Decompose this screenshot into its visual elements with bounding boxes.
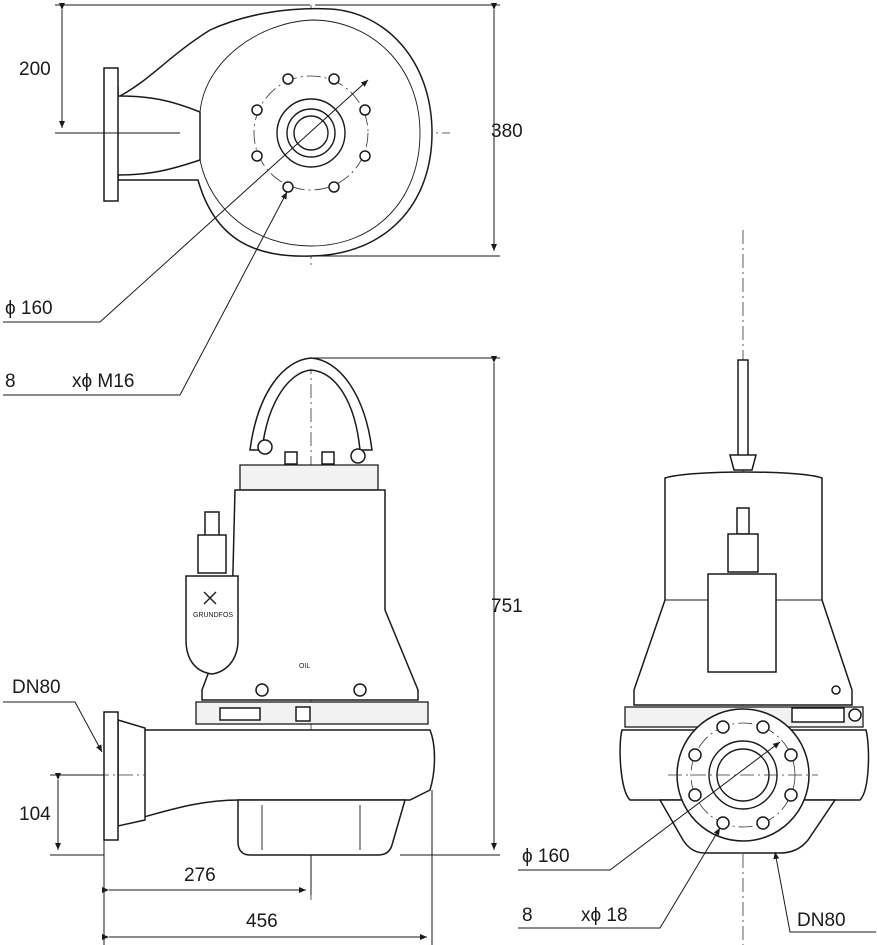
- bolt-circle-label: ϕ 160: [5, 298, 53, 319]
- bolt-hole: [282, 181, 294, 193]
- discharge-flange: [103, 711, 119, 841]
- bolt-count-label: 8: [5, 371, 16, 392]
- bolt-spec-label: xϕ M16: [72, 371, 134, 392]
- clamp-latch: [219, 707, 261, 721]
- front-bolt-circle-label: ϕ 160: [522, 846, 570, 867]
- front-bolt-holes: [688, 720, 798, 830]
- bolt-spec-leader: [3, 191, 288, 396]
- bolt-hole: [282, 73, 294, 85]
- dim-200-label: 200: [19, 59, 51, 80]
- lifting-handle: [249, 357, 373, 451]
- front-cable-gland: [736, 507, 750, 535]
- front-junction-box: [707, 573, 777, 673]
- bolt-hole: [756, 720, 770, 734]
- discharge-neck: [117, 718, 146, 827]
- logo-text: GRUNDFOS: [193, 612, 233, 619]
- bolt-hole: [328, 181, 340, 193]
- bolt-hole: [784, 748, 798, 762]
- junction-box: [185, 575, 239, 675]
- dim-104-label: 104: [19, 804, 51, 825]
- bolt-circle-leader: [3, 79, 369, 323]
- front-clamp-bolt: [848, 708, 862, 722]
- front-cable-entry: [727, 533, 759, 573]
- front-bolt-circle-leader: [518, 741, 781, 871]
- clamp-block: [321, 451, 335, 465]
- top-view-inlet-flange: [276, 98, 346, 168]
- oil-marking: OIL: [299, 663, 310, 670]
- cable-clamps: [257, 439, 366, 465]
- outlet-label: DN80: [12, 677, 61, 698]
- clamp-block: [284, 451, 298, 465]
- top-view-inlet-inner: [286, 108, 336, 158]
- bolt-hole: [359, 150, 371, 162]
- outlet-label-leader: [3, 701, 103, 753]
- front-outlet-label-leader: [773, 851, 876, 933]
- clamp-bolt: [295, 706, 311, 722]
- clamp-knob: [350, 448, 366, 464]
- bolt-hole: [784, 788, 798, 802]
- bolt-hole: [756, 816, 770, 830]
- top-view-bolt-holes: [251, 73, 371, 193]
- bolt-hole: [359, 104, 371, 116]
- bolt-hole: [251, 150, 263, 162]
- front-bolt-spec-label: xϕ 18: [581, 905, 628, 926]
- front-view: ϕ 160 8 xϕ 18 DN80: [518, 230, 876, 945]
- bolt-hole: [688, 748, 702, 762]
- dim-751-label: 751: [491, 596, 523, 617]
- clamp-knob: [257, 439, 273, 455]
- bolt-hole: [688, 788, 702, 802]
- bolt-hole: [328, 73, 340, 85]
- bolt-hole: [716, 816, 730, 830]
- cable-entry: [197, 534, 227, 574]
- side-view: GRUNDFOS OIL 751 DN80 104: [3, 356, 523, 945]
- front-bolt-count-label: 8: [522, 905, 533, 926]
- front-clamp-latch: [791, 707, 845, 723]
- front-oil-plug: [831, 685, 841, 695]
- manufacturer-logo-icon: [203, 591, 217, 605]
- bolt-hole: [251, 104, 263, 116]
- dim-456-label: 456: [246, 911, 278, 932]
- motor-top-cover: [239, 464, 379, 491]
- front-bolt-spec-leader: [518, 827, 721, 929]
- top-view-volute-casing: [117, 7, 433, 257]
- top-view-inlet-bore: [293, 115, 329, 151]
- oil-plug: [353, 683, 367, 697]
- dim-276-label: 276: [184, 865, 216, 886]
- top-view: 200 380 ϕ 160 8 xϕ M16: [3, 3, 523, 396]
- top-view-outlet-flange: [103, 67, 119, 202]
- pump-base: [237, 799, 406, 856]
- front-outlet-label: DN80: [797, 910, 846, 931]
- front-handle-base: [729, 454, 757, 471]
- bolt-hole: [716, 720, 730, 734]
- top-view-bolt-circle: [253, 75, 369, 191]
- oil-plug: [255, 683, 269, 697]
- front-handle: [737, 359, 749, 461]
- top-view-volute-inner-edge: [199, 19, 421, 247]
- cable-gland: [204, 511, 220, 537]
- dim-380-label: 380: [491, 121, 523, 142]
